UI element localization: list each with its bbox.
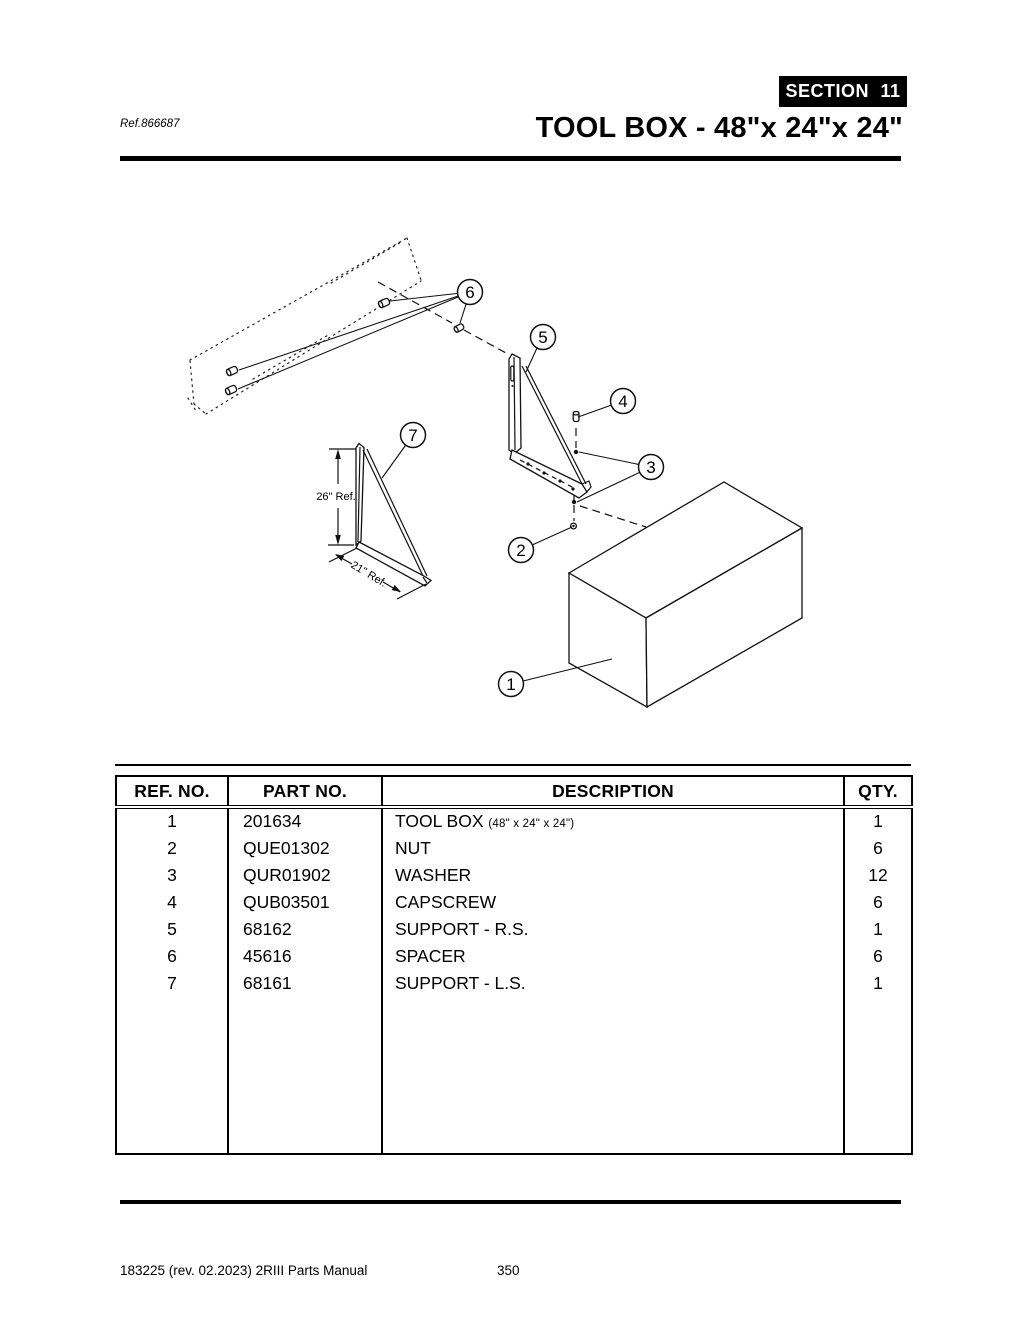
page-title: TOOL BOX - 48"x 24"x 24" xyxy=(535,112,903,144)
callout-3: 3 xyxy=(637,453,665,481)
cell-ref: 2 xyxy=(115,836,229,863)
table-row: 3 QUR01902 WASHER 12 xyxy=(115,863,913,890)
col-header-description: DESCRIPTION xyxy=(381,776,845,809)
cell-desc: WASHER xyxy=(381,863,845,890)
col-header-part-no: PART NO. xyxy=(227,776,383,809)
svg-text:3: 3 xyxy=(646,458,655,477)
footer-document-id: 183225 (rev. 02.2023) 2RIII Parts Manual xyxy=(120,1263,368,1278)
cell-qty: 1 xyxy=(843,807,913,836)
svg-text:4: 4 xyxy=(618,392,627,411)
cell-desc: SPACER xyxy=(381,944,845,971)
callout-5: 5 xyxy=(529,323,557,351)
section-badge: SECTION 11 xyxy=(779,76,907,107)
alignment-axes xyxy=(377,281,647,528)
table-row: 6 45616 SPACER 6 xyxy=(115,944,913,971)
parts-table: REF. NO. PART NO. DESCRIPTION QTY. 1 201… xyxy=(115,775,913,1155)
callout-1: 1 xyxy=(497,670,525,698)
cell-qty: 6 xyxy=(843,836,913,863)
table-row: 5 68162 SUPPORT - R.S. 1 xyxy=(115,917,913,944)
dimension-26-ref: 26" Ref. xyxy=(316,448,356,546)
toolbox-outline xyxy=(567,481,804,709)
svg-text:6: 6 xyxy=(465,283,474,302)
cell-ref: 3 xyxy=(115,863,229,890)
cell-part: 45616 xyxy=(227,944,383,971)
cell-qty: 1 xyxy=(843,971,913,998)
cell-desc: SUPPORT - L.S. xyxy=(381,971,845,998)
cell-desc: TOOL BOX (48" x 24" x 24") xyxy=(381,807,845,836)
table-top-accent-line xyxy=(115,764,911,766)
footer-page-number: 350 xyxy=(497,1263,520,1278)
support-ls-bracket xyxy=(355,442,433,587)
table-row: 7 68161 SUPPORT - L.S. 1 xyxy=(115,971,913,998)
cell-ref: 6 xyxy=(115,944,229,971)
table-empty-space xyxy=(115,998,913,1154)
svg-text:2: 2 xyxy=(516,541,525,560)
spacer xyxy=(224,384,238,396)
header-rule xyxy=(120,156,901,161)
cell-desc-note: (48" x 24" x 24") xyxy=(488,818,575,830)
callout-6: 6 xyxy=(456,278,484,306)
leader-lines xyxy=(237,291,652,685)
cell-desc: CAPSCREW xyxy=(381,890,845,917)
nut xyxy=(569,522,578,530)
cell-part: QUB03501 xyxy=(227,890,383,917)
callout-2: 2 xyxy=(507,536,535,564)
table-row: 1 201634 TOOL BOX (48" x 24" x 24") 1 xyxy=(115,807,913,836)
cell-ref: 5 xyxy=(115,917,229,944)
cell-ref: 7 xyxy=(115,971,229,998)
callout-7: 7 xyxy=(399,421,427,449)
frame-rail-phantom xyxy=(187,237,422,415)
footer-rule xyxy=(120,1200,901,1204)
table-row: 4 QUB03501 CAPSCREW 6 xyxy=(115,890,913,917)
cell-part: 68162 xyxy=(227,917,383,944)
cell-part: 68161 xyxy=(227,971,383,998)
table-header-row: REF. NO. PART NO. DESCRIPTION QTY. xyxy=(115,776,913,809)
capscrew xyxy=(572,410,580,423)
washer xyxy=(573,449,579,455)
cell-part: QUE01302 xyxy=(227,836,383,863)
washer xyxy=(571,499,577,505)
cell-qty: 1 xyxy=(843,917,913,944)
table-row: 2 QUE01302 NUT 6 xyxy=(115,836,913,863)
col-header-ref-no: REF. NO. xyxy=(115,776,229,809)
cell-part: 201634 xyxy=(227,807,383,836)
dim-label-21: 21" Ref. xyxy=(349,559,389,590)
spacer xyxy=(225,365,239,377)
dim-label-26: 26" Ref. xyxy=(316,491,355,503)
reference-number: Ref.866687 xyxy=(120,118,180,130)
cell-desc: SUPPORT - R.S. xyxy=(381,917,845,944)
cell-qty: 12 xyxy=(843,863,913,890)
cell-qty: 6 xyxy=(843,944,913,971)
spacer xyxy=(377,297,391,309)
svg-text:7: 7 xyxy=(408,426,417,445)
cell-part: QUR01902 xyxy=(227,863,383,890)
exploded-parts-diagram: 26" Ref. 21" Ref. 1 2 3 4 xyxy=(187,237,804,709)
cell-desc: NUT xyxy=(381,836,845,863)
svg-text:1: 1 xyxy=(506,675,515,694)
cell-ref: 1 xyxy=(115,807,229,836)
cell-ref: 4 xyxy=(115,890,229,917)
support-rs-bracket xyxy=(508,353,592,499)
cell-qty: 6 xyxy=(843,890,913,917)
svg-text:5: 5 xyxy=(538,328,547,347)
col-header-qty: QTY. xyxy=(843,776,913,809)
callout-4: 4 xyxy=(609,387,637,415)
spacer xyxy=(453,323,465,333)
